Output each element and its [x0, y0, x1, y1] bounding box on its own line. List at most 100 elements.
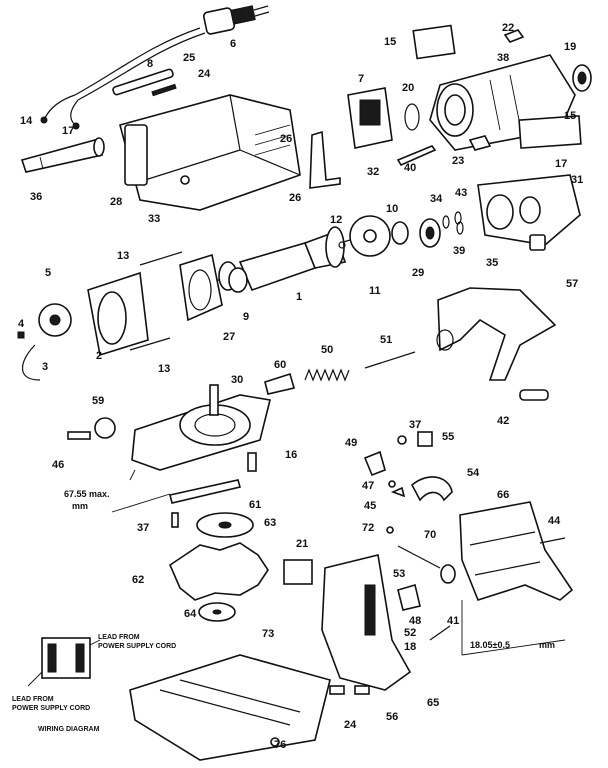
part-number-1: 1	[296, 291, 302, 303]
knob-53	[440, 564, 456, 584]
depth-dimension-value: 67.55 max.	[64, 489, 110, 499]
gear-base-30	[131, 384, 271, 471]
bearing-9	[228, 267, 248, 293]
cord-screw	[151, 83, 177, 97]
wiring-diagram-caption: WIRING DIAGRAM	[38, 726, 100, 733]
rod-32	[309, 130, 341, 189]
front-plate-65	[321, 554, 412, 691]
depth-dimension-unit: mm	[72, 501, 88, 511]
part-number-44: 44	[548, 515, 561, 527]
part-number-32: 32	[367, 166, 379, 178]
part-number-13-top: 13	[117, 250, 129, 262]
brush-40	[396, 145, 437, 167]
wire-3	[22, 344, 41, 381]
washer-47	[388, 480, 396, 488]
field-2	[87, 271, 149, 357]
part-number-38: 38	[497, 52, 509, 64]
part-number-73: 73	[262, 628, 274, 640]
part-number-26-top: 26	[280, 133, 292, 145]
label-21	[283, 559, 313, 585]
brush-holder-5	[38, 303, 72, 337]
spring-50	[304, 368, 350, 382]
part-number-15-right: 15	[564, 110, 576, 122]
part-number-18: 18	[404, 641, 416, 653]
rod-51	[364, 351, 416, 369]
part-number-62: 62	[132, 574, 144, 586]
part-number-60: 60	[274, 359, 286, 371]
washers-34-43-39	[442, 211, 464, 235]
part-22	[503, 29, 525, 43]
o-ring-20	[404, 103, 420, 131]
knob-60	[264, 372, 296, 395]
screw-24-bottom	[329, 685, 345, 695]
part-number-23: 23	[452, 155, 464, 167]
part-number-36: 36	[30, 191, 42, 203]
knob-49	[363, 450, 386, 477]
part-number-45: 45	[364, 500, 376, 512]
washer-12	[338, 241, 346, 249]
part-number-39: 39	[453, 245, 465, 257]
fan-11	[349, 215, 391, 257]
depth-dimension	[111, 469, 171, 513]
screw-42	[519, 389, 549, 401]
part-number-10: 10	[386, 203, 398, 215]
part-number-9: 9	[243, 311, 249, 323]
wiring-lead-bottom-line2: POWER SUPPLY CORD	[12, 705, 90, 712]
part-number-26-right: 26	[289, 192, 301, 204]
label-15-right	[518, 115, 582, 149]
part-number-65: 65	[427, 697, 439, 709]
part-number-66: 66	[497, 489, 509, 501]
wiring-lead-bottom-line1: LEAD FROM	[12, 696, 54, 703]
part-number-49: 49	[345, 437, 357, 449]
offset-dimension-unit: mm	[539, 640, 555, 650]
part-number-56: 56	[386, 711, 398, 723]
part-number-19: 19	[564, 41, 576, 53]
screw-72	[386, 526, 394, 534]
screw-41	[429, 625, 451, 641]
part-number-54: 54	[467, 467, 480, 479]
part-number-24-bottom: 24	[344, 719, 357, 731]
flange-64	[198, 602, 236, 622]
offset-dimension-value: 18.05±0.5	[470, 640, 510, 650]
part-number-7: 7	[358, 73, 364, 85]
part-number-33: 33	[148, 213, 160, 225]
shaft-70	[397, 545, 441, 569]
part-number-11: 11	[369, 285, 381, 297]
power-cord	[40, 5, 270, 130]
part-number-57: 57	[566, 278, 578, 290]
wiring-diagram	[27, 637, 101, 687]
part-number-59: 59	[92, 395, 104, 407]
part-number-47: 47	[362, 480, 374, 492]
screw-16	[247, 452, 257, 472]
part-number-31: 31	[571, 174, 583, 186]
wiring-lead-top-line2: POWER SUPPLY CORD	[98, 643, 176, 650]
part-number-40: 40	[404, 162, 416, 174]
bearing-housing-31	[477, 174, 581, 246]
part-number-34: 34	[430, 193, 443, 205]
handle-57	[436, 287, 557, 381]
bracket-48	[397, 583, 421, 611]
part-number-53: 53	[393, 568, 405, 580]
part-number-72: 72	[362, 522, 374, 534]
part-callouts: 1 2 3 4 5 6 7 8 9 10 11 12 13 13 14 15 1…	[18, 22, 583, 751]
spider-62	[168, 542, 269, 601]
part-number-43: 43	[455, 187, 467, 199]
part-number-16: 16	[285, 449, 297, 461]
part-number-63: 63	[264, 517, 276, 529]
bearing-19	[572, 64, 592, 92]
screw-76	[270, 737, 280, 747]
part-number-64: 64	[184, 608, 197, 620]
base-73	[129, 654, 331, 761]
bracket-54	[410, 476, 453, 502]
part-number-55: 55	[442, 431, 454, 443]
part-number-61: 61	[249, 499, 261, 511]
motor-housing-28	[119, 94, 301, 211]
blade-63	[196, 512, 254, 538]
knob-59	[94, 417, 116, 439]
switch-7	[347, 87, 393, 149]
part-number-5: 5	[45, 267, 51, 279]
part-number-51: 51	[380, 334, 392, 346]
part-23	[468, 135, 492, 151]
part-number-35: 35	[486, 257, 498, 269]
part-number-27: 27	[223, 331, 235, 343]
